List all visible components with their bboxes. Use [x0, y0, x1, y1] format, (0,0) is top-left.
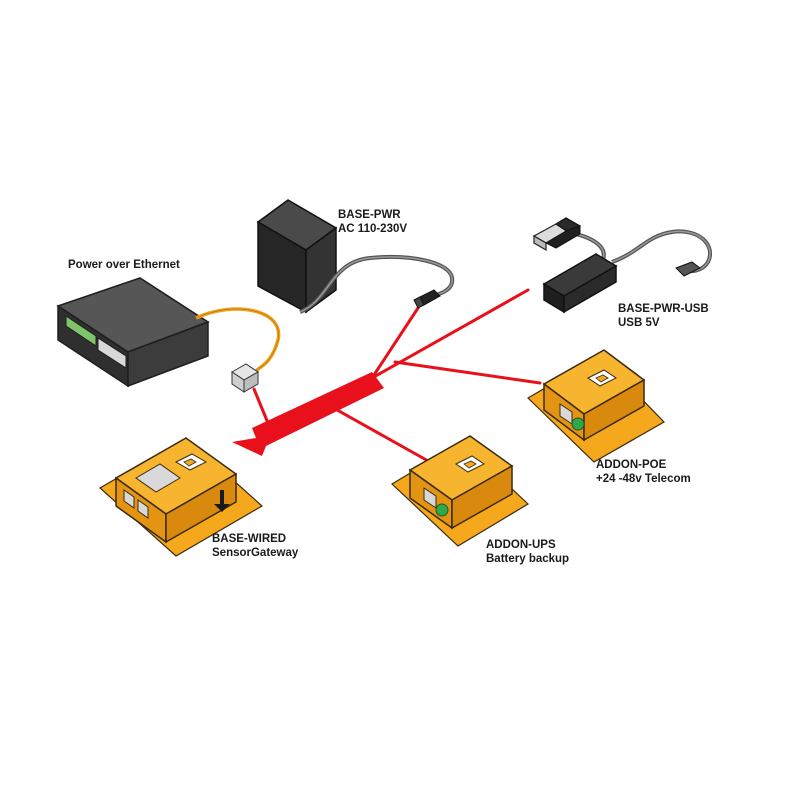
usb-plug-icon — [532, 217, 582, 252]
sensor-port-icon — [587, 369, 617, 387]
line-from-addon-poe — [393, 360, 542, 385]
line-from-base-pwr — [370, 306, 420, 380]
label-addon-poe-title: ADDON-POE — [596, 459, 667, 471]
connection-lines — [252, 288, 542, 464]
rj45-connector-icon — [231, 363, 259, 393]
usb-barrel-plug — [675, 261, 701, 277]
base-wired-rj45-1 — [123, 489, 135, 509]
poe-cable-outline — [195, 308, 280, 373]
label-addon-ups-title: ADDON-UPS — [486, 539, 556, 551]
base-wired-device — [98, 437, 264, 557]
label-base-pwr-usb-title: BASE-PWR-USB — [618, 303, 709, 315]
sensor-port-icon — [455, 455, 485, 473]
label-addon-ups-sub: Battery backup — [486, 553, 570, 565]
line-from-usb — [370, 288, 530, 380]
base-wired-rj45-2 — [137, 499, 149, 519]
power-led-icon — [435, 503, 449, 517]
label-addon-ups: ADDON-UPS Battery backup — [486, 538, 569, 566]
label-base-pwr-usb: BASE-PWR-USB USB 5V — [618, 302, 709, 330]
label-base-pwr-title: BASE-PWR — [338, 209, 401, 221]
label-base-pwr: BASE-PWR AC 110-230V — [338, 208, 407, 236]
label-base-pwr-usb-sub: USB 5V — [618, 317, 660, 329]
line-from-addon-ups — [328, 404, 432, 464]
addon-poe-side — [583, 378, 645, 442]
adapter-side — [305, 226, 337, 314]
addon-ups-device — [391, 435, 529, 547]
label-base-wired: BASE-WIRED SensorGateway — [212, 532, 298, 560]
label-addon-poe: ADDON-POE +24 -48v Telecom — [596, 458, 691, 486]
poe-switch-panel — [97, 337, 127, 369]
poe-switch-side — [127, 320, 209, 388]
poe-switch — [56, 277, 210, 388]
antenna-icon — [214, 490, 230, 512]
base-wired-side — [165, 472, 237, 544]
base-pwr-adapter — [256, 199, 338, 314]
power-led-icon — [571, 417, 585, 431]
addon-ups-side — [451, 464, 513, 530]
label-poe-switch: Power over Ethernet — [68, 259, 180, 271]
addon-poe-device — [527, 349, 665, 463]
main-arrow — [232, 372, 384, 456]
label-base-wired-title: BASE-WIRED — [212, 533, 287, 545]
label-base-pwr-sub: AC 110-230V — [338, 223, 408, 235]
label-base-wired-sub: SensorGateway — [212, 547, 299, 559]
label-addon-poe-sub: +24 -48v Telecom — [596, 473, 691, 485]
usb-converter-box — [542, 253, 618, 314]
base-wired-display — [135, 463, 181, 493]
poe-switch-ports — [65, 315, 97, 347]
power-plug-icon — [413, 289, 441, 309]
sensor-port-icon — [174, 453, 208, 471]
